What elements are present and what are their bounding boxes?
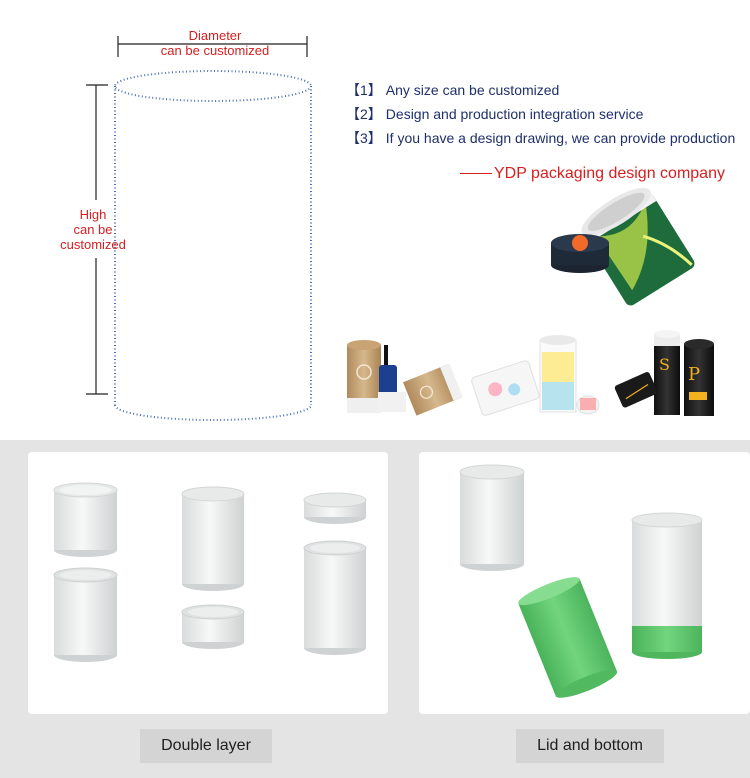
feature-item-3: 【3】If you have a design drawing, we can … xyxy=(346,128,735,148)
diameter-dimension-line xyxy=(117,36,308,57)
feature-text: Any size can be customized xyxy=(385,82,560,98)
feature-item-2: 【2】Design and production integration ser… xyxy=(346,104,643,124)
diameter-label-line2: can be customized xyxy=(160,43,270,58)
caption-lid-and-bottom: Lid and bottom xyxy=(516,729,664,763)
green-bottom-tube xyxy=(518,577,618,698)
company-tagline: YDP packaging design company xyxy=(460,165,725,183)
diameter-label-line1: Diameter xyxy=(188,28,242,43)
double-layer-lid-1 xyxy=(53,482,118,558)
height-label: High can be customized xyxy=(34,207,152,252)
feature-number: 【2】 xyxy=(346,106,382,122)
diameter-label: Diameter can be customized xyxy=(150,28,280,58)
height-dimension-line xyxy=(86,84,108,395)
dotted-cylinder-outline xyxy=(114,70,312,421)
printed-white-tube-set-product xyxy=(471,335,600,416)
double-layer-base-3 xyxy=(303,540,367,655)
double-layer-base-2 xyxy=(181,604,245,649)
assembled-tube xyxy=(631,512,703,659)
tropical-tube-product xyxy=(551,187,695,306)
lid-tube xyxy=(459,464,525,571)
caption-double-layer: Double layer xyxy=(140,729,272,763)
svg-text:P: P xyxy=(688,364,700,385)
feature-number: 【1】 xyxy=(346,82,382,98)
feature-text: Design and production integration servic… xyxy=(385,106,644,122)
kraft-tube-set-product xyxy=(347,340,463,416)
black-tube-set-product: S P xyxy=(614,330,714,416)
feature-number: 【3】 xyxy=(346,130,382,146)
double-layer-lid-2 xyxy=(181,486,245,591)
double-layer-lid-3 xyxy=(303,492,367,524)
height-label-line3: customized xyxy=(60,237,126,252)
company-name: YDP packaging design company xyxy=(494,165,725,182)
tagline-dash xyxy=(460,173,492,175)
svg-text:S: S xyxy=(659,355,670,374)
height-label-line1: High xyxy=(79,207,107,222)
double-layer-base-1 xyxy=(53,567,118,663)
feature-item-1: 【1】Any size can be customized xyxy=(346,80,559,100)
feature-text: If you have a design drawing, we can pro… xyxy=(385,130,736,146)
height-label-line2: can be xyxy=(73,222,113,237)
